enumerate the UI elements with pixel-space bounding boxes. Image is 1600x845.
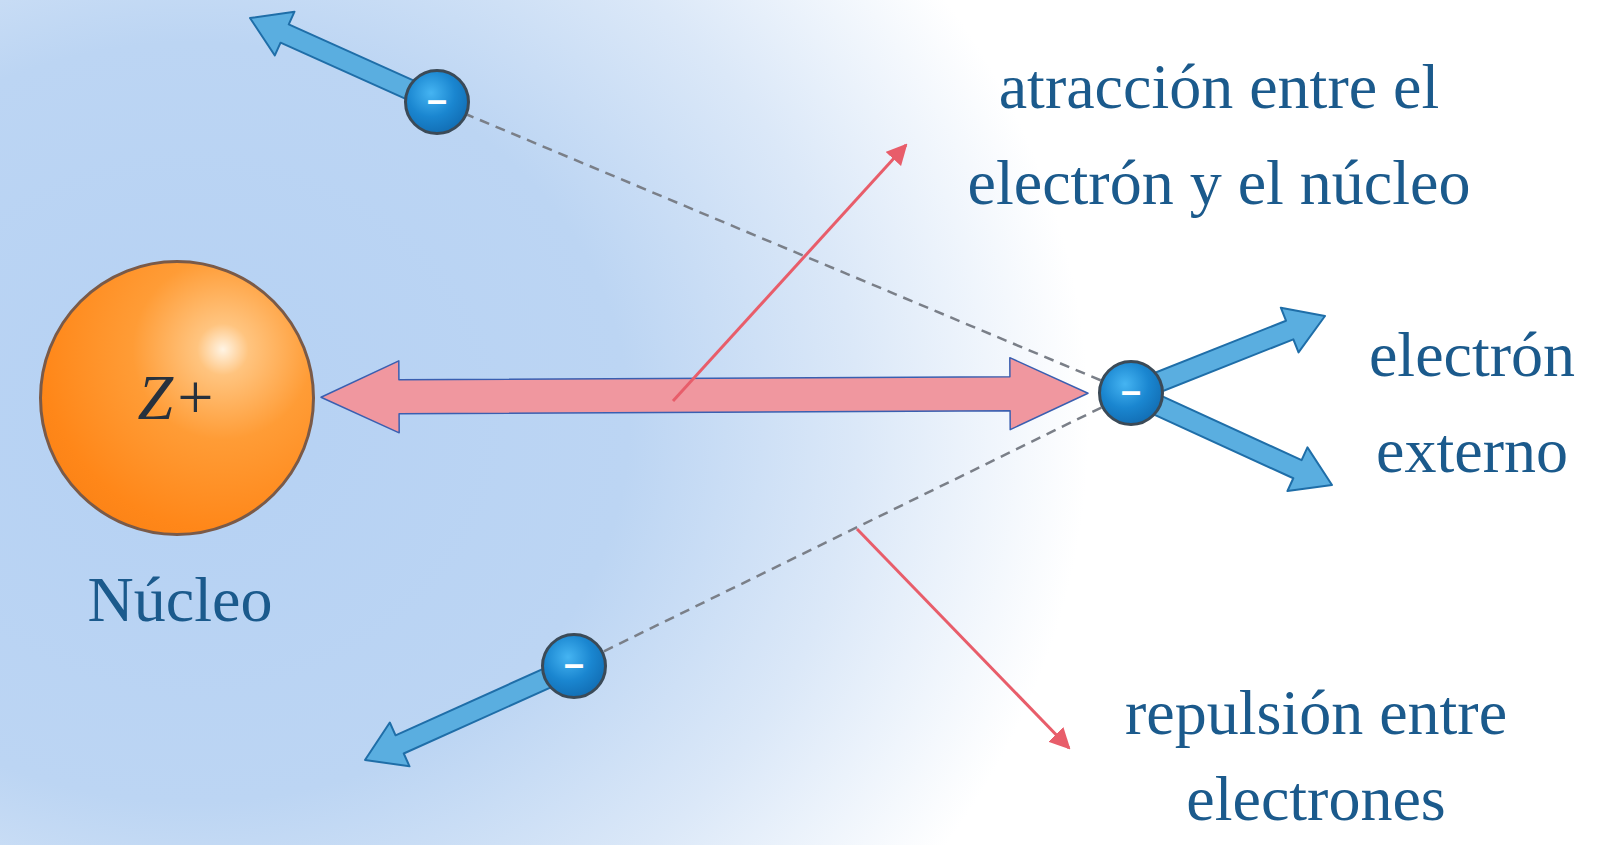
wrap-spacer [1106,756,1186,796]
callout-label: atracción entre el electrón y el núcleo [939,39,1499,231]
attraction-arrow [321,358,1088,433]
leader-line [857,529,1069,748]
leader-line [673,145,906,401]
callout-label: repulsión entre electrones [1106,670,1526,843]
node-symbol: – [427,79,447,121]
node-symbol: – [564,643,584,685]
node-symbol: – [1121,370,1141,412]
electron-circle: – [404,69,470,135]
repulsion-line [604,408,1102,652]
wrap-spacer [1446,756,1526,796]
node-label: Núcleo [30,562,330,639]
node-label: electrón externo [1342,307,1600,499]
electron-circle: –electrón externo [1098,360,1164,426]
electron-circle: – [541,633,607,699]
node-symbol: Z+ [138,361,217,435]
nucleus-circle: Z+Núcleo [39,260,315,536]
